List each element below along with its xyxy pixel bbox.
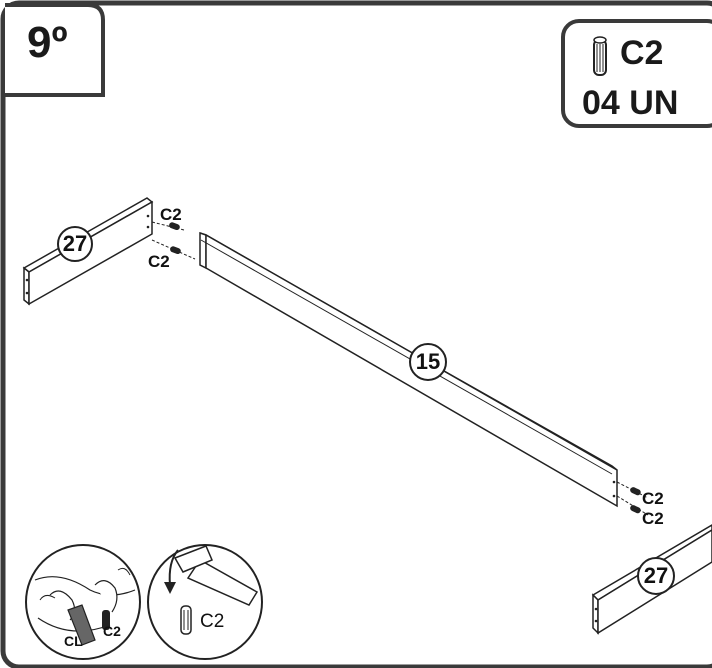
panel-badge-left xyxy=(57,226,93,262)
glue-label: CL xyxy=(64,633,83,649)
dowel-right-lower xyxy=(616,495,649,516)
parts-code: C2 xyxy=(620,34,664,72)
inset-glue xyxy=(25,544,141,660)
panel-label-right: 27 xyxy=(643,563,669,588)
step-tab xyxy=(5,3,105,97)
glue-dowel-label: C2 xyxy=(103,623,121,639)
dowel-label-left-lower: C2 xyxy=(148,252,170,271)
dowel-label-right-lower: C2 xyxy=(642,509,664,528)
dowel-left-upper xyxy=(151,221,185,231)
dowel-icon xyxy=(593,36,607,76)
dowel-right-upper xyxy=(616,481,649,499)
hammer-icon xyxy=(173,545,259,606)
panel-label-rail: 15 xyxy=(415,349,441,374)
dowel-left-lower xyxy=(151,239,196,260)
step-number: 9º xyxy=(27,18,68,67)
panel-badge-right xyxy=(637,557,675,595)
arrow-down-icon xyxy=(164,549,179,594)
inset-hammer xyxy=(147,544,263,660)
parts-quantity: 04 UN xyxy=(582,84,679,122)
dowel-label-left-upper: C2 xyxy=(160,205,182,224)
hammer-dowel-label: C2 xyxy=(200,611,225,632)
panel-badge-rail xyxy=(409,343,447,381)
dowel-icon-small xyxy=(180,605,192,635)
dowel-label-right-upper: C2 xyxy=(642,489,664,508)
panel-label-left: 27 xyxy=(62,231,88,256)
